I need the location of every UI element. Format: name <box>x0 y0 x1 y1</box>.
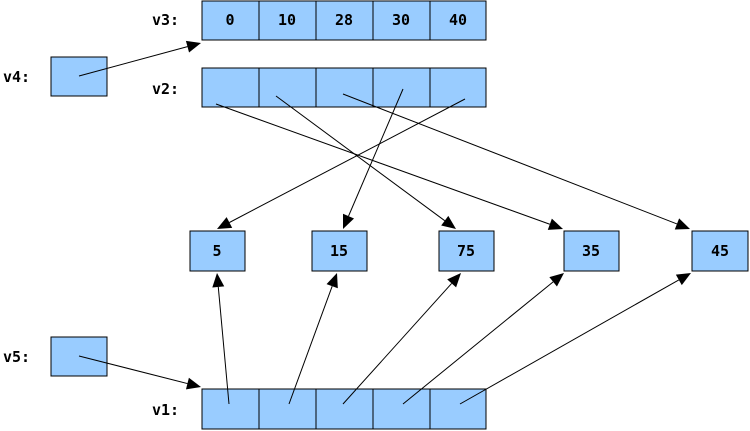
v3-cell-value: 0 <box>225 11 234 29</box>
arrow-shaft <box>217 286 230 405</box>
v3-cell-value: 40 <box>449 11 467 29</box>
arrowhead <box>185 40 201 53</box>
arrow-v2-to-75 <box>275 95 456 229</box>
array-v1: v1: <box>152 388 487 430</box>
target-nodes: 5 15 75 35 45 <box>189 230 749 272</box>
arrow-v1-to-35 <box>402 273 564 405</box>
arrow-shaft <box>215 103 550 225</box>
arrow-v2-to-45 <box>342 93 690 230</box>
arrow-v1-to-15 <box>288 273 338 405</box>
label-v2: v2: <box>152 80 179 98</box>
arrow-shaft <box>275 95 446 222</box>
v3-cell-value: 10 <box>278 11 296 29</box>
v3-cell-value: 28 <box>335 11 353 29</box>
node-box <box>311 230 368 272</box>
arrow-shaft <box>288 285 333 405</box>
arrowhead <box>217 217 233 229</box>
arrow-shaft <box>78 46 188 77</box>
arrow-v2-to-35 <box>215 103 563 230</box>
arrow-shaft <box>78 355 188 385</box>
arrow-v4-to-v3 <box>78 40 201 77</box>
v1-cell <box>429 388 487 430</box>
node-value: 15 <box>330 242 348 260</box>
v1-cell <box>315 388 374 430</box>
v1-cell <box>258 388 317 430</box>
arrow-v2-to-5 <box>217 98 466 229</box>
v3-cell <box>429 0 487 41</box>
arrow-v2-to-15 <box>343 88 404 229</box>
arrowhead <box>343 213 355 229</box>
arrow-v1-to-5 <box>212 273 230 405</box>
arrowhead <box>447 273 461 288</box>
arrow-v5-to-v1 <box>78 355 201 390</box>
arrowhead <box>185 377 201 390</box>
arrow-shaft <box>459 279 680 405</box>
node-value: 35 <box>582 242 600 260</box>
arrowhead <box>675 273 691 286</box>
arrowhead <box>674 218 690 230</box>
arrow-v1-to-45 <box>459 273 691 405</box>
node-box <box>691 230 749 272</box>
arrowhead <box>212 273 225 288</box>
v2-cell <box>429 67 487 108</box>
arrowhead <box>549 273 564 287</box>
v2-cell <box>258 67 317 108</box>
label-v5: v5: <box>3 348 30 366</box>
v3-cell <box>258 0 317 41</box>
node-box <box>563 230 620 272</box>
label-v1: v1: <box>152 401 179 419</box>
arrow-v1-to-75 <box>342 273 461 405</box>
v2-cell <box>201 67 260 108</box>
arrowhead <box>547 218 563 230</box>
node-value: 75 <box>457 242 475 260</box>
arrow-shaft <box>229 98 466 223</box>
array-v2: v2: <box>152 67 487 108</box>
arrow-shaft <box>402 281 554 405</box>
v3-cell <box>201 0 260 41</box>
arrowhead <box>326 273 338 289</box>
arrow-shaft <box>348 88 404 217</box>
v1-cell <box>201 388 260 430</box>
pointer-arrows <box>78 40 691 405</box>
v2-cell <box>372 67 431 108</box>
v4-box <box>50 56 108 97</box>
arrow-shaft <box>342 93 678 225</box>
arrow-shaft <box>342 283 453 405</box>
v2-cell <box>315 67 374 108</box>
v3-cell-value: 30 <box>392 11 410 29</box>
pointer-v4: v4: <box>3 56 108 97</box>
label-v3: v3: <box>152 11 179 29</box>
node-value: 5 <box>212 242 221 260</box>
array-v3: v3: 0 10 28 30 40 <box>152 0 487 41</box>
label-v4: v4: <box>3 68 30 86</box>
v3-cell <box>315 0 374 41</box>
pointer-v5: v5: <box>3 336 108 377</box>
node-box <box>438 230 495 272</box>
v1-cell <box>372 388 431 430</box>
arrowhead <box>441 215 456 229</box>
node-value: 45 <box>711 242 729 260</box>
node-box <box>189 230 246 272</box>
